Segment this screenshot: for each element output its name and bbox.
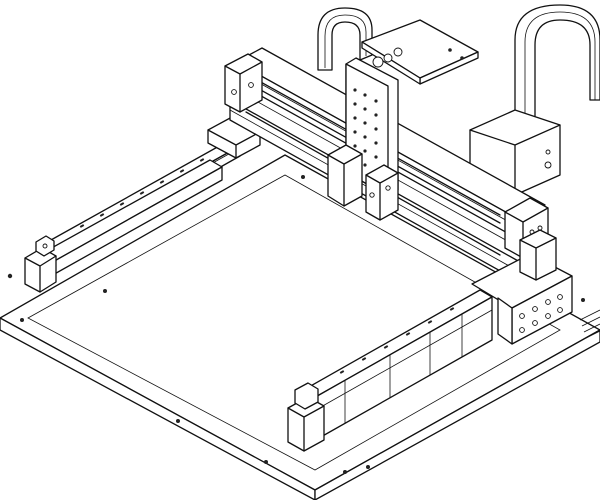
left-linear-rail (24, 116, 261, 293)
front-cable-loop (317, 7, 373, 71)
right-end-block (471, 229, 573, 345)
right-linear-rail (287, 289, 493, 452)
cable-connector (579, 309, 600, 339)
base-plate (0, 154, 600, 500)
carriage-plate (327, 19, 479, 221)
